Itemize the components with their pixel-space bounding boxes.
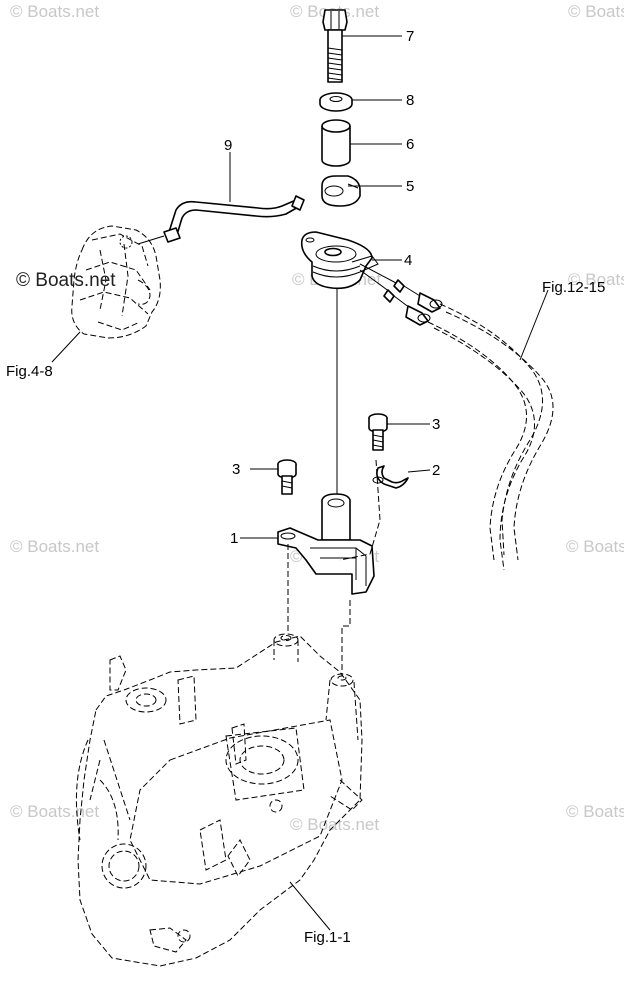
watermark-bottom-left: © Boats.net bbox=[10, 802, 99, 821]
watermark-mid-left-2: © Boats.net bbox=[10, 537, 99, 556]
ref-fig-1-1: Fig.1-1 bbox=[304, 929, 351, 946]
callout-4: 4 bbox=[404, 252, 412, 269]
guide-line-right bbox=[341, 600, 351, 676]
part-3-screw-left bbox=[250, 459, 297, 495]
part-7-bolt bbox=[322, 9, 348, 83]
watermark-top-left: © Boats.net bbox=[10, 2, 99, 21]
callout-6: 6 bbox=[406, 136, 414, 153]
figure-references: Fig.4-8 Fig.12-15 Fig.1-1 bbox=[6, 279, 605, 946]
leader-lines bbox=[342, 35, 402, 261]
part-9-hose bbox=[137, 152, 305, 245]
part-8-washer bbox=[319, 92, 353, 112]
ref-fig-12-15: Fig.12-15 bbox=[542, 279, 605, 296]
part-6-collar bbox=[321, 119, 351, 167]
callout-2: 2 bbox=[432, 462, 440, 479]
part-4-drum bbox=[300, 231, 379, 290]
callout-8: 8 bbox=[406, 92, 414, 109]
callout-3-left: 3 bbox=[232, 461, 240, 478]
watermark-mid-right-1: © Boats bbox=[568, 270, 624, 289]
watermark-top-right: © Boats bbox=[568, 2, 624, 21]
watermarks: © Boats.net © Boats.net © Boats © Boats.… bbox=[10, 2, 624, 834]
part-2-clip bbox=[372, 465, 431, 489]
ref-fig-4-8: Fig.4-8 bbox=[6, 363, 53, 380]
callout-9: 9 bbox=[224, 137, 232, 154]
callout-1: 1 bbox=[230, 530, 238, 547]
callout-5: 5 bbox=[406, 178, 414, 195]
callout-labels: 7 8 6 5 4 9 3 2 3 1 bbox=[224, 28, 440, 547]
part-1-bracket bbox=[240, 459, 381, 595]
callout-3-right: 3 bbox=[432, 416, 440, 433]
fig-1-1-housing bbox=[75, 633, 363, 967]
watermark-bottom-center: © Boats.net bbox=[290, 815, 379, 834]
watermark-main: © Boats.net bbox=[16, 270, 116, 291]
throttle-cables bbox=[359, 263, 554, 571]
part-5-cam bbox=[321, 175, 361, 207]
fig-4-8-assembly bbox=[51, 225, 161, 363]
watermark-mid-right-2: © Boats bbox=[566, 537, 624, 556]
callout-7: 7 bbox=[406, 28, 414, 45]
watermark-bottom-right: © Boats bbox=[566, 802, 624, 821]
part-3-screw-right bbox=[368, 413, 430, 451]
